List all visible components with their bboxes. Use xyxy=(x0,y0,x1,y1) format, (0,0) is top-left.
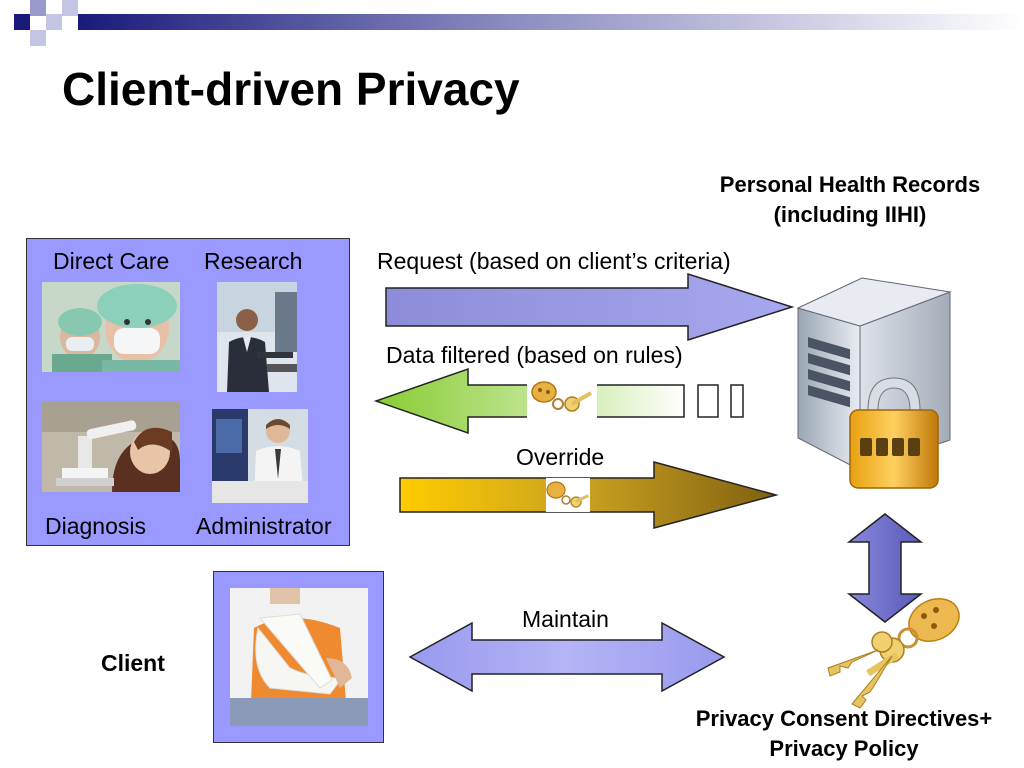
nurse-with-mask-photo xyxy=(42,282,180,372)
records-label-line2: (including IIHI) xyxy=(773,202,927,227)
key-icon xyxy=(531,381,593,412)
key-icon xyxy=(546,481,590,508)
vertical-double-arrow xyxy=(846,513,924,623)
override-label: Override xyxy=(516,444,605,470)
server-with-padlock-icon xyxy=(796,277,952,489)
policy-label: Privacy Consent Directives+ Privacy Poli… xyxy=(666,704,1022,764)
maintain-double-arrow xyxy=(408,621,726,693)
label-direct-care: Direct Care xyxy=(53,248,170,274)
label-administrator: Administrator xyxy=(196,513,332,539)
label-diagnosis: Diagnosis xyxy=(45,513,146,539)
patient-with-arm-sling-photo xyxy=(230,588,368,726)
page-title: Client-driven Privacy xyxy=(62,63,520,115)
client-label: Client xyxy=(101,650,165,676)
corner-decoration xyxy=(0,0,80,60)
title-bar-gradient xyxy=(78,14,1024,30)
data-filtered-label: Data filtered (based on rules) xyxy=(386,342,683,368)
records-label-line1: Personal Health Records xyxy=(719,172,981,197)
label-research: Research xyxy=(204,248,303,274)
records-label: Personal Health Records (including IIHI) xyxy=(680,170,1020,230)
keys-icon xyxy=(827,598,960,709)
request-arrow xyxy=(385,272,795,342)
researcher-at-computer-photo xyxy=(217,282,297,392)
policy-label-line1: Privacy Consent Directives+ xyxy=(695,706,993,731)
scientist-with-microscope-photo xyxy=(42,402,180,492)
policy-label-line2: Privacy Policy xyxy=(769,736,919,761)
administrator-at-desk-photo xyxy=(212,409,308,503)
request-label: Request (based on client’s criteria) xyxy=(377,248,731,274)
maintain-label: Maintain xyxy=(522,606,609,632)
